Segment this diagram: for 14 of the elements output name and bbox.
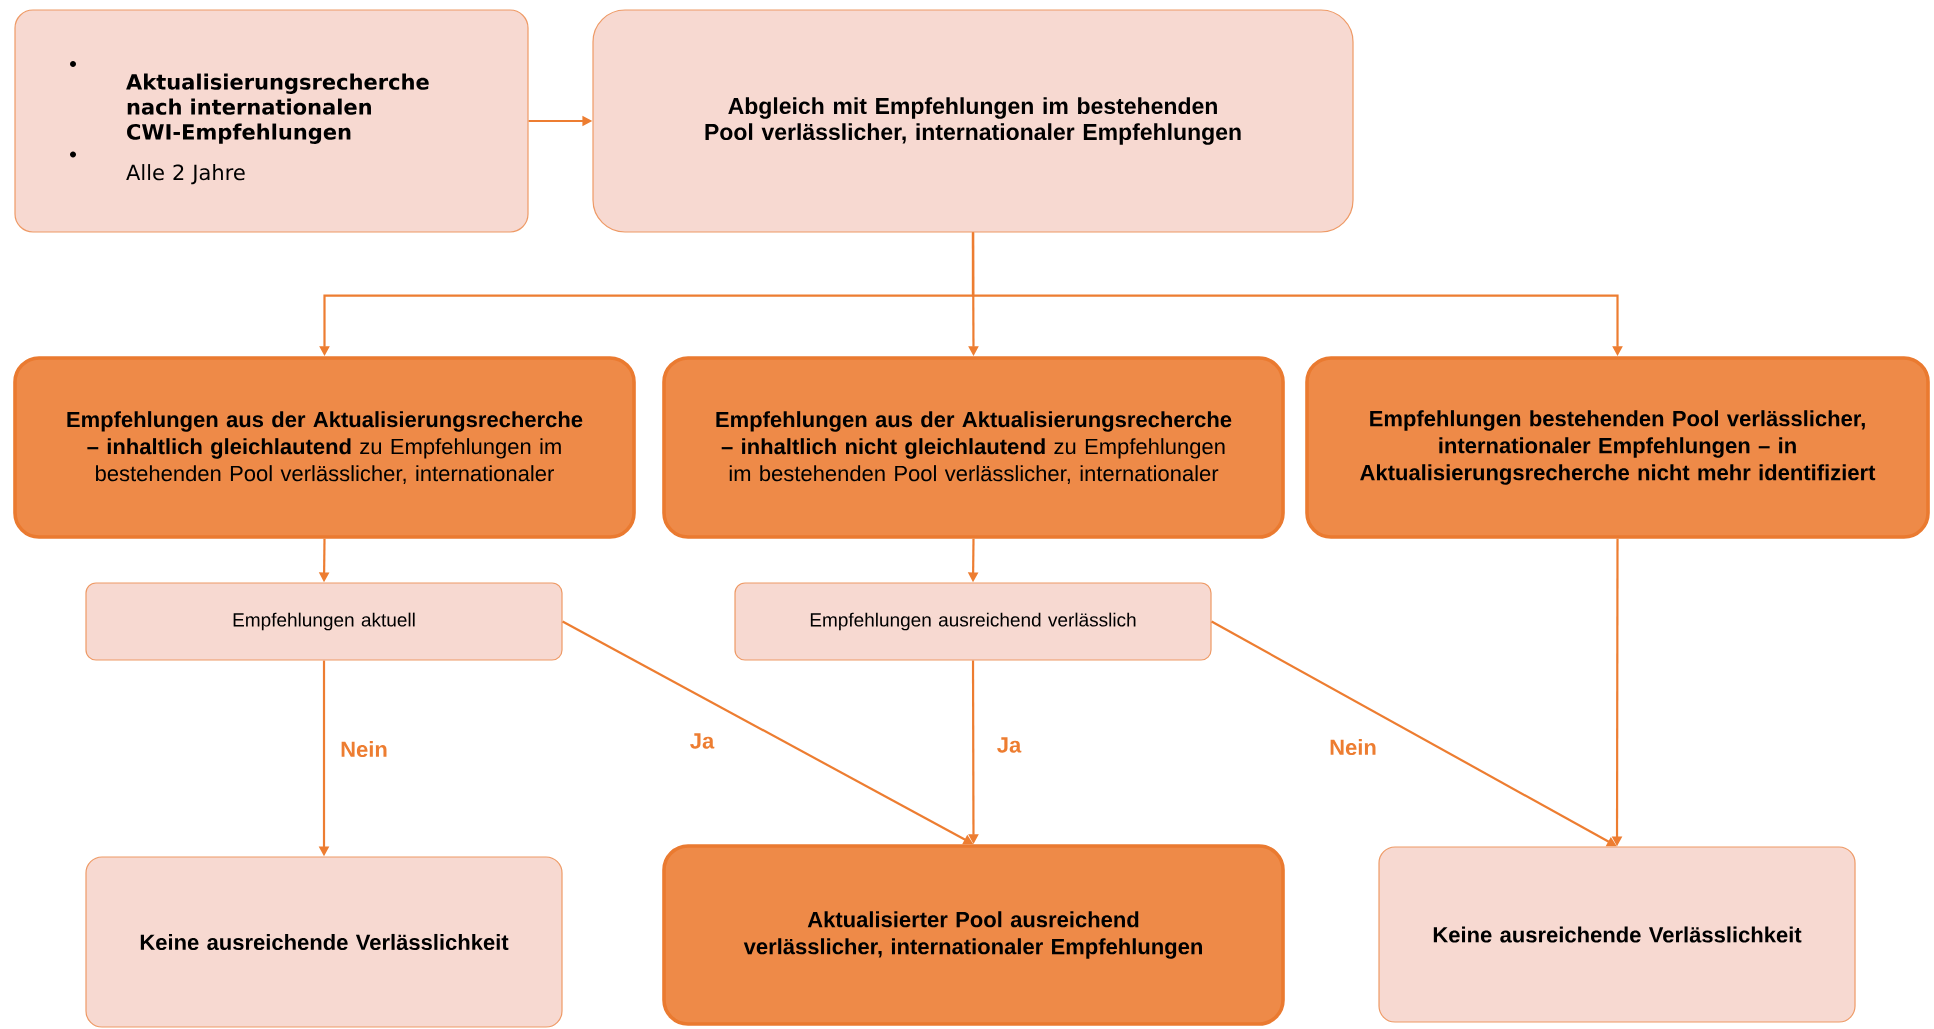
edge-label: Ja bbox=[687, 731, 717, 751]
decision-box: Empfehlungen ausreichend verlässlich bbox=[734, 582, 1212, 661]
edge-label: Nein bbox=[1327, 736, 1379, 758]
result-box: Empfehlungen bestehenden Pool verlässlicher, internationaler Empfehlungen – in Aktualisierungsrecherche nicht mehr identifiziert bbox=[1305, 356, 1930, 539]
result-box: Empfehlungen aus der Aktualisierungsrecherche – inhaltlich gleichlautend zu Empfehlungen im bestehenden Pool verlässlicher, internationaler bbox=[13, 356, 636, 539]
edge-label: Ja bbox=[994, 735, 1024, 755]
process-box: Abgleich mit Empfehlungen im bestehenden Pool verlässlicher, internationaler Empfehlungen bbox=[592, 9, 1354, 233]
result-box: Empfehlungen aus der Aktualisierungsrecherche – inhaltlich nicht gleichlautend zu Empfehlungen im bestehenden Pool verlässlicher, internationaler bbox=[662, 356, 1285, 539]
result-box: Aktualisierter Pool ausreichend verlässlicher, internationaler Empfehlungen bbox=[662, 844, 1285, 1026]
outcome-box: Keine ausreichende Verlässlichkeit bbox=[1378, 846, 1856, 1023]
edge-label: Nein bbox=[338, 738, 390, 760]
process-box: Aktualisierungsrecherche nach internationalen CWI-Empfehlungen Alle 2 Jahre bbox=[14, 9, 529, 233]
decision-box: Empfehlungen aktuell bbox=[85, 582, 563, 661]
outcome-box: Keine ausreichende Verlässlichkeit bbox=[85, 856, 563, 1028]
